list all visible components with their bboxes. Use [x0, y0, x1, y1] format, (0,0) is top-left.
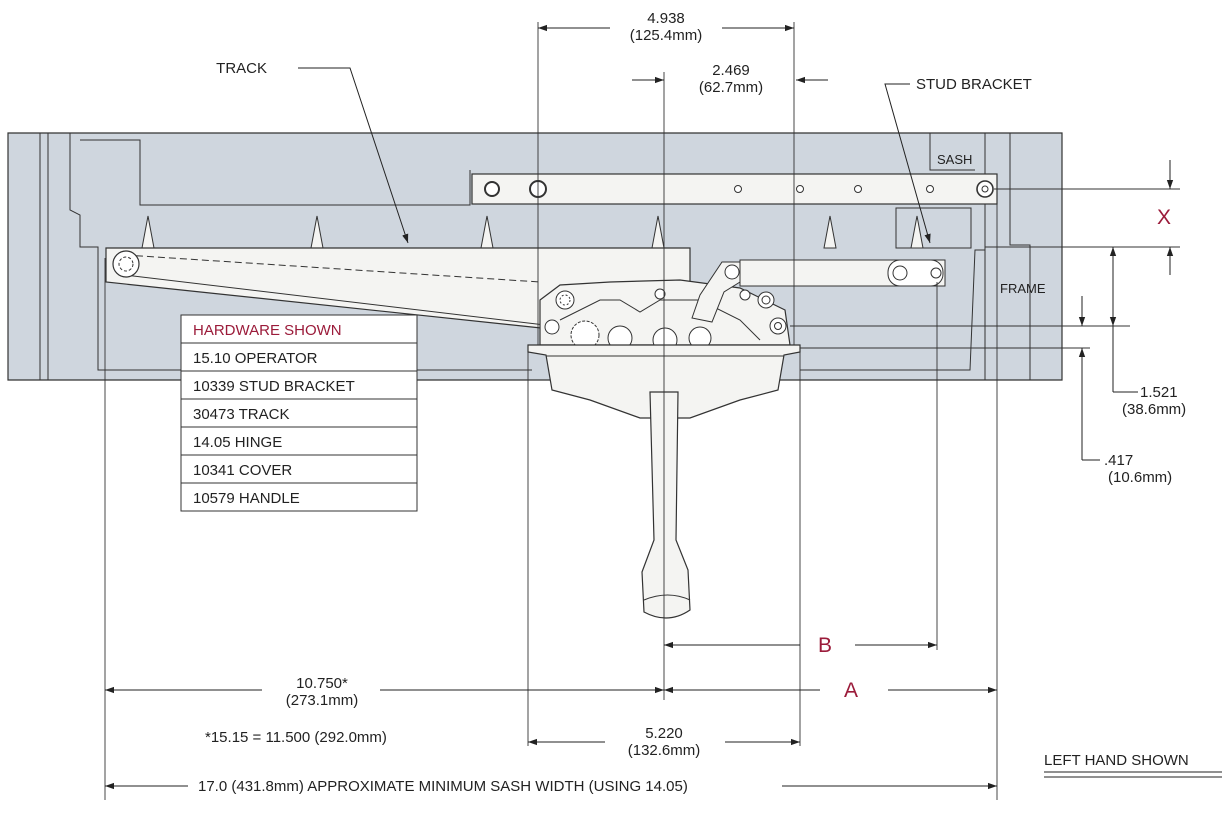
hardware-row: 14.05 HINGE — [193, 434, 282, 451]
left-hand-shown-label: LEFT HAND SHOWN — [1044, 752, 1189, 769]
dimension-lines — [105, 24, 1222, 790]
crank-handle — [641, 391, 691, 619]
dim-5220-metric: (132.6mm) — [628, 742, 701, 759]
dim-417-metric: (10.6mm) — [1108, 469, 1172, 486]
hardware-row: 10579 HANDLE — [193, 490, 300, 507]
track-label: TRACK — [216, 60, 267, 77]
track-bar — [471, 173, 998, 205]
hardware-row: 10339 STUD BRACKET — [193, 378, 355, 395]
dim-note: *15.15 = 11.500 (292.0mm) — [205, 729, 387, 746]
dim-2469-metric: (62.7mm) — [699, 79, 763, 96]
dim-10750-value: 10.750* — [296, 675, 348, 692]
hardware-row: 15.10 OPERATOR — [193, 350, 318, 367]
dimension-b-label: B — [818, 634, 832, 657]
screw-6 — [910, 215, 924, 249]
dim-2469-value: 2.469 — [712, 62, 750, 79]
operator-housing — [539, 259, 946, 353]
dim-10750-metric: (273.1mm) — [286, 692, 359, 709]
dim-5220-value: 5.220 — [645, 725, 683, 742]
extension-lines — [104, 22, 1180, 800]
frame-label: FRAME — [1000, 281, 1046, 296]
frame-left-wall — [39, 133, 49, 380]
hardware-table-title: HARDWARE SHOWN — [193, 322, 342, 339]
dim-417-value: .417 — [1104, 452, 1133, 469]
dimension-a-label: A — [844, 679, 858, 702]
screw-5 — [823, 215, 837, 249]
dim-1521-value: 1.521 — [1140, 384, 1178, 401]
stud-bracket-label: STUD BRACKET — [916, 76, 1032, 93]
hardware-row: 10341 COVER — [193, 462, 292, 479]
dim-4938-value: 4.938 — [647, 10, 685, 27]
dim-4938-metric: (125.4mm) — [630, 27, 703, 44]
dim-1521-metric: (38.6mm) — [1122, 401, 1186, 418]
hardware-row: 30473 TRACK — [193, 406, 289, 423]
drawing-labels: TRACK STUD BRACKET SASH FRAME X B A 4.93… — [198, 10, 1189, 795]
sash-label: SASH — [937, 152, 972, 167]
sash-pocket — [69, 133, 986, 371]
hardware-table: HARDWARE SHOWN 15.10 OPERATOR 10339 STUD… — [180, 314, 418, 512]
min-sash-width-label: 17.0 (431.8mm) APPROXIMATE MINIMUM SASH … — [198, 778, 688, 795]
sash-lip — [80, 133, 975, 206]
dimension-x-label: X — [1157, 206, 1171, 229]
stud-bracket-block — [895, 207, 972, 249]
